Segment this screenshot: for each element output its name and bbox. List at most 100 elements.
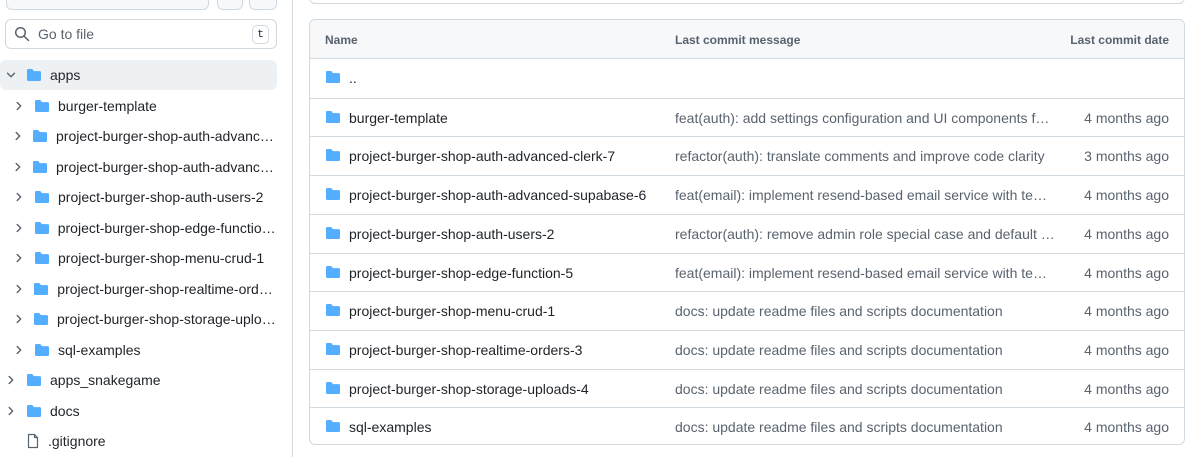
tree-item-icon (33, 282, 49, 296)
tree-item-project-burger-shop-storage-uploads-4[interactable]: project-burger-shop-storage-uploads-4 (13, 304, 277, 334)
tree-expander[interactable] (13, 101, 25, 111)
tree-item-label: project-burger-shop-menu-crud-1 (58, 250, 265, 266)
folder-icon (35, 99, 49, 112)
folder-name-link[interactable]: project-burger-shop-storage-uploads-4 (349, 380, 589, 397)
table-row: project-burger-shop-edge-function-5 feat(… (310, 252, 1184, 292)
tree-expander[interactable] (5, 70, 17, 80)
commit-message-link[interactable]: refactor(auth): translate comments and i… (675, 148, 1045, 165)
folder-icon (326, 110, 340, 123)
folder-icon (326, 420, 340, 433)
folder-icon (34, 282, 49, 295)
folder-name-link[interactable]: project-burger-shop-auth-users-2 (349, 225, 555, 242)
chevron-right-icon[interactable] (14, 101, 24, 111)
parent-directory-row[interactable]: .. (310, 59, 1184, 98)
commit-message-link[interactable]: docs: update readme files and scripts do… (675, 380, 1003, 397)
folder-icon (35, 343, 49, 356)
tree-item-label: project-burger-shop-auth-advanced-clerk-… (56, 128, 277, 144)
parent-directory-link[interactable]: .. (349, 70, 357, 86)
tree-expander[interactable] (13, 162, 23, 172)
tree-expander[interactable] (13, 345, 25, 355)
tree-item-apps-snakegame[interactable]: apps_snakegame (5, 365, 277, 395)
folder-name-link[interactable]: burger-template (349, 109, 448, 126)
folder-icon (326, 381, 340, 394)
file-tree-sidebar: Go to file t apps burger-template project-… (0, 0, 293, 457)
tree-item-project-burger-shop-edge-function-5[interactable]: project-burger-shop-edge-function-5 (13, 213, 277, 243)
tree-item-burger-template[interactable]: burger-template (13, 91, 277, 121)
chevron-right-icon[interactable] (6, 406, 16, 416)
commit-date: 3 months ago (1084, 148, 1169, 165)
folder-icon (326, 149, 340, 162)
commit-message-link[interactable]: feat(email): implement resend-based emai… (675, 264, 1055, 281)
tree-item-docs[interactable]: docs (5, 396, 277, 426)
tree-expander[interactable] (13, 253, 25, 263)
commit-message-link[interactable]: docs: update readme files and scripts do… (675, 303, 1003, 320)
tree-item-icon (25, 433, 41, 449)
tree-item-project-burger-shop-menu-crud-1[interactable]: project-burger-shop-menu-crud-1 (13, 243, 277, 273)
tree-item-sql-examples[interactable]: sql-examples (13, 335, 277, 365)
folder-name-link[interactable]: project-burger-shop-auth-advanced-supaba… (349, 187, 647, 204)
chevron-right-icon[interactable] (14, 192, 24, 202)
tree-expander[interactable] (13, 284, 24, 294)
tree-item-project-burger-shop-auth-advanced-supabase[interactable]: project-burger-shop-auth-advanced-supaba… (13, 152, 277, 182)
folder-icon-wrap (325, 187, 341, 204)
table-row: project-burger-shop-menu-crud-1 docs: upd… (310, 291, 1184, 330)
tree-item-apps[interactable]: apps (0, 60, 277, 90)
folder-name-link[interactable]: sql-examples (349, 419, 432, 436)
table-row: project-burger-shop-storage-uploads-4 doc… (310, 368, 1184, 408)
commit-message-link[interactable]: feat(auth): add settings configuration a… (675, 109, 1055, 126)
chevron-right-icon[interactable] (6, 375, 16, 385)
tree-expander[interactable] (13, 314, 24, 324)
folder-icon (35, 191, 49, 203)
tree-expander[interactable] (13, 223, 25, 233)
commit-message-link[interactable]: docs: update readme files and scripts do… (675, 341, 1003, 358)
folder-icon (35, 252, 49, 264)
chevron-right-icon[interactable] (14, 223, 24, 233)
tree-item-gitignore[interactable]: .gitignore (5, 426, 277, 456)
chevron-right-icon[interactable] (14, 345, 24, 355)
keyboard-shortcut-hint: t (252, 25, 269, 44)
tree-expander[interactable] (13, 131, 23, 141)
folder-icon-wrap (325, 381, 341, 398)
folder-icon-wrap (325, 110, 341, 127)
chevron-right-icon[interactable] (14, 314, 24, 324)
branch-selector-button[interactable] (6, 0, 209, 10)
file-icon (27, 433, 39, 449)
folder-name-link[interactable]: project-burger-shop-edge-function-5 (349, 264, 574, 281)
folder-name-link[interactable]: project-burger-shop-realtime-orders-3 (349, 341, 583, 358)
tree-expander[interactable] (5, 406, 17, 416)
folder-icon (326, 226, 340, 239)
commit-date: 4 months ago (1084, 109, 1169, 126)
tree-item-icon (33, 312, 49, 326)
go-to-file-input[interactable]: Go to file t (5, 19, 277, 49)
chevron-right-icon[interactable] (13, 131, 23, 141)
tree-item-label: sql-examples (58, 341, 141, 358)
commit-message-link[interactable]: docs: update readme files and scripts do… (675, 419, 1003, 436)
tree-item-icon (34, 343, 50, 357)
commit-date: 4 months ago (1084, 380, 1169, 397)
search-button[interactable] (249, 0, 277, 10)
folder-icon-wrap (325, 226, 341, 243)
chevron-right-icon[interactable] (14, 284, 24, 294)
chevron-down-icon[interactable] (6, 70, 16, 80)
chevron-right-icon[interactable] (13, 162, 23, 172)
table-header: Name Last commit message Last commit dat… (310, 20, 1184, 59)
folder-name-link[interactable]: project-burger-shop-auth-advanced-clerk-… (349, 148, 616, 165)
tree-expander[interactable] (13, 192, 25, 202)
table-row: sql-examples docs: update readme files an… (310, 407, 1184, 444)
commit-date: 4 months ago (1084, 225, 1169, 242)
tree-item-project-burger-shop-auth-advanced-clerk-7[interactable]: project-burger-shop-auth-advanced-clerk-… (13, 121, 277, 151)
tree-expander[interactable] (5, 375, 17, 385)
tree-item-icon (26, 404, 42, 418)
folder-name-link[interactable]: project-burger-shop-menu-crud-1 (349, 303, 556, 320)
tree-item-project-burger-shop-realtime-orders-3[interactable]: project-burger-shop-realtime-orders-3 (13, 274, 277, 304)
add-file-button[interactable] (217, 0, 243, 10)
tree-item-label: burger-template (58, 97, 157, 114)
commit-message-link[interactable]: feat(email): implement resend-based emai… (675, 187, 1055, 204)
tree-item-project-burger-shop-auth-users-2[interactable]: project-burger-shop-auth-users-2 (13, 182, 277, 212)
chevron-right-icon[interactable] (14, 253, 24, 263)
folder-icon (326, 342, 340, 355)
tree-item-icon (34, 221, 50, 235)
folder-icon (326, 71, 340, 83)
commit-message-link[interactable]: refactor(auth): remove admin role specia… (675, 225, 1055, 242)
tree-item-label: project-burger-shop-storage-uploads-4 (57, 311, 277, 327)
